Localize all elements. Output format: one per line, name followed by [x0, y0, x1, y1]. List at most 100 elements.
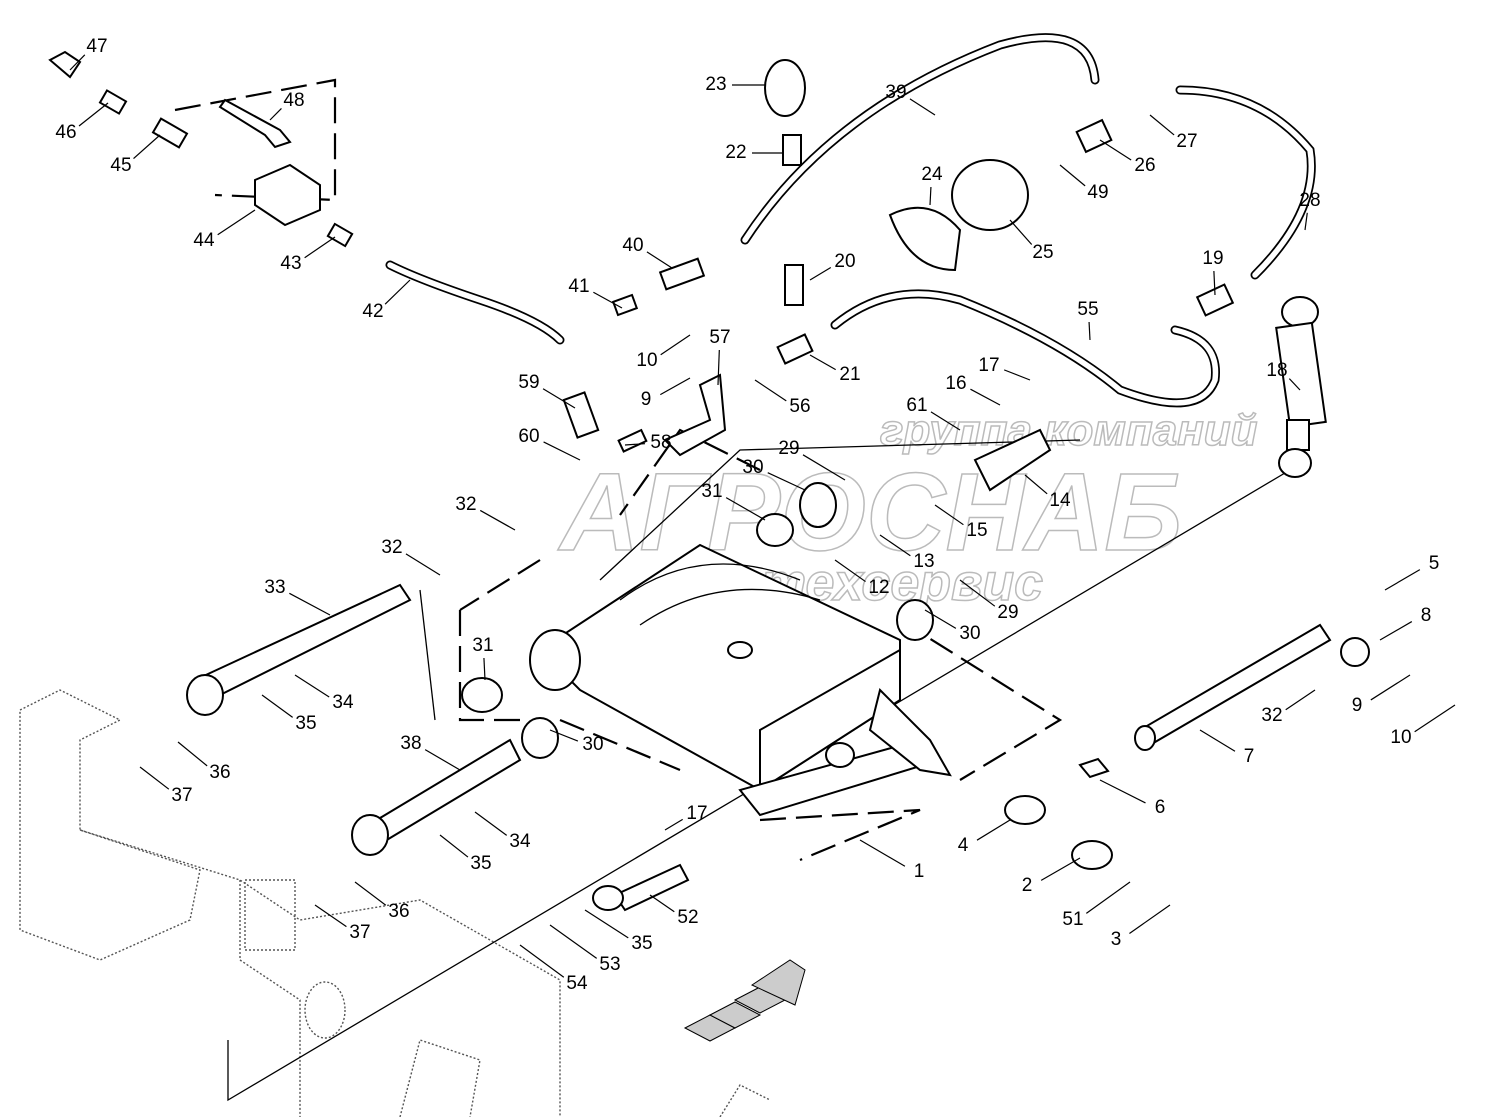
leader-line: [593, 291, 623, 309]
leader-line: [314, 904, 347, 928]
leader-line: [1085, 881, 1131, 914]
leader-line: [1149, 114, 1175, 136]
leader-line: [1009, 219, 1033, 245]
callout-label: 2: [1022, 875, 1033, 896]
callout-label: 32: [455, 494, 476, 515]
callout-label: 56: [789, 396, 810, 417]
leader-line: [1088, 321, 1091, 341]
leader-line: [1384, 569, 1421, 591]
leader-line: [584, 909, 629, 939]
callout-label: 47: [86, 36, 107, 57]
callout-label: 35: [470, 853, 491, 874]
leader-line: [1199, 729, 1236, 752]
callout-label: 51: [1062, 909, 1083, 930]
callout-label: 1: [914, 861, 925, 882]
callout-label: 59: [518, 372, 539, 393]
leader-line: [1213, 270, 1216, 296]
leader-line: [78, 102, 109, 127]
leader-line: [1024, 474, 1048, 495]
arrow-forward-icon: [683, 959, 806, 1042]
leader-line: [133, 134, 161, 159]
leader-line: [304, 236, 336, 259]
leader-line: [924, 609, 957, 629]
leader-line: [754, 379, 787, 402]
leader-line: [909, 98, 936, 116]
hoses: [385, 33, 1316, 408]
callout-label: 28: [1299, 190, 1320, 211]
callout-label: 4: [958, 835, 969, 856]
watermark-line2: АГРОСНАБ: [557, 451, 1182, 574]
callout-label: 41: [568, 276, 589, 297]
callout-label: 16: [945, 373, 966, 394]
leader-line: [1059, 164, 1086, 187]
leader-line: [1099, 779, 1146, 804]
leader-line: [261, 694, 293, 718]
leader-line: [929, 186, 932, 206]
leader-lines: [69, 54, 1456, 978]
callout-label: 36: [388, 901, 409, 922]
callout-label: 36: [209, 762, 230, 783]
callout-label: 54: [566, 973, 588, 994]
callout-label: 57: [709, 327, 730, 348]
leader-line: [802, 454, 846, 481]
leader-line: [646, 251, 673, 269]
leader-line: [1040, 857, 1081, 881]
callout-label: 45: [110, 155, 131, 176]
leader-line: [809, 266, 832, 281]
leader-line: [543, 441, 581, 461]
leader-line: [1099, 139, 1132, 161]
leader-line: [269, 108, 282, 121]
callout-label: 58: [650, 432, 671, 453]
leader-line: [424, 749, 461, 771]
callout-label: 15: [966, 520, 987, 541]
callout-label: 48: [283, 90, 304, 111]
leader-line: [474, 811, 508, 836]
callout-label: 9: [641, 389, 652, 410]
callout-label: 17: [686, 803, 707, 824]
callout-label: 9: [1352, 695, 1363, 716]
leader-line: [483, 657, 486, 681]
leader-line: [879, 534, 911, 557]
callout-label: 42: [362, 301, 383, 322]
leader-line: [384, 279, 411, 305]
callout-label: 21: [839, 364, 860, 385]
callout-label: 12: [868, 577, 889, 598]
callout-label: 6: [1155, 797, 1166, 818]
callout-label: 10: [636, 350, 657, 371]
leader-line: [1003, 369, 1031, 381]
callout-label: 32: [1261, 705, 1282, 726]
callout-label: 49: [1087, 182, 1108, 203]
leader-line: [289, 592, 331, 616]
leader-line: [930, 411, 961, 431]
leader-line: [1129, 904, 1171, 934]
leader-line: [1288, 378, 1301, 391]
leader-line: [177, 741, 208, 767]
leader-line: [139, 766, 170, 790]
callout-label: 37: [171, 785, 192, 806]
callout-label: 61: [906, 395, 927, 416]
leader-line: [1370, 674, 1411, 701]
callout-label: 39: [885, 82, 906, 103]
callout-label: 27: [1176, 131, 1197, 152]
callout-label: 34: [509, 831, 531, 852]
callout-label: 23: [705, 74, 726, 95]
watermark-line1: группа компаний: [880, 406, 1258, 455]
leader-line: [934, 504, 964, 526]
callout-label: 33: [264, 577, 285, 598]
accumulator: [951, 159, 1029, 231]
leader-line: [217, 209, 256, 236]
callout-label: 3: [1111, 929, 1122, 950]
leader-line: [1379, 621, 1413, 641]
callout-label: 17: [978, 355, 999, 376]
callout-label: 34: [332, 692, 354, 713]
leader-line: [542, 388, 576, 409]
leader-line: [664, 818, 683, 831]
leader-line: [1414, 704, 1456, 733]
leader-line: [354, 881, 387, 906]
callout-label: 29: [778, 438, 799, 459]
callout-label: 19: [1202, 248, 1223, 269]
leader-line: [519, 944, 565, 978]
callout-label: 8: [1421, 605, 1432, 626]
callout-label: 31: [472, 635, 493, 656]
